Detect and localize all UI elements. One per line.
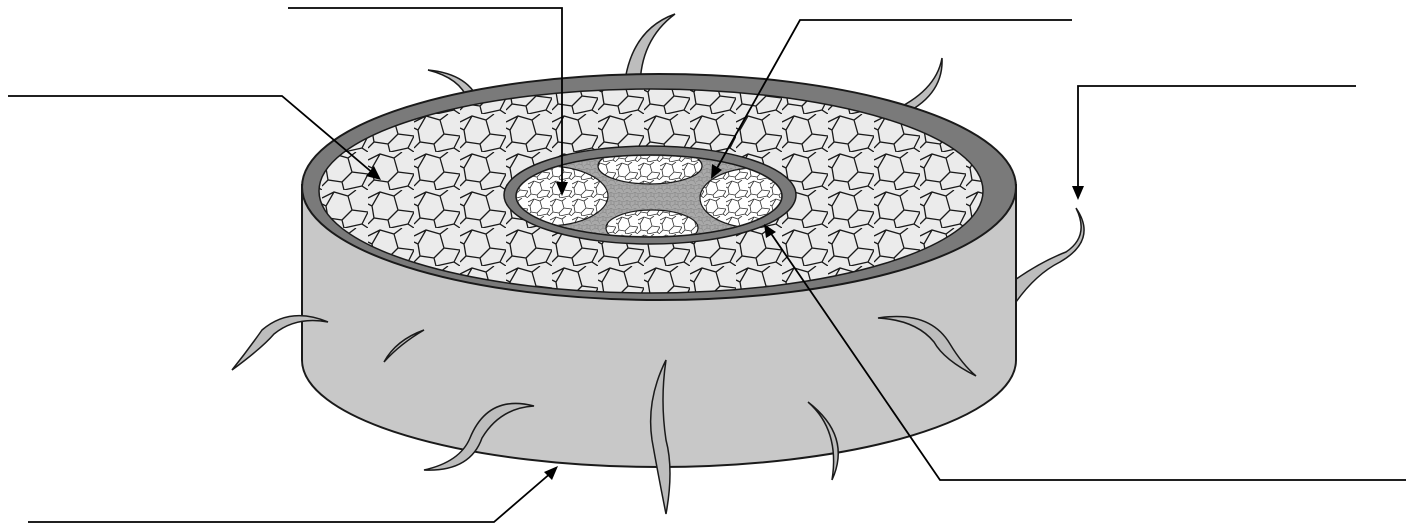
root-hair-right bbox=[1012, 208, 1084, 302]
leader-epidermis bbox=[28, 472, 552, 522]
leader-root-hair bbox=[1078, 86, 1356, 190]
arrowhead-root-hair bbox=[1072, 186, 1084, 200]
